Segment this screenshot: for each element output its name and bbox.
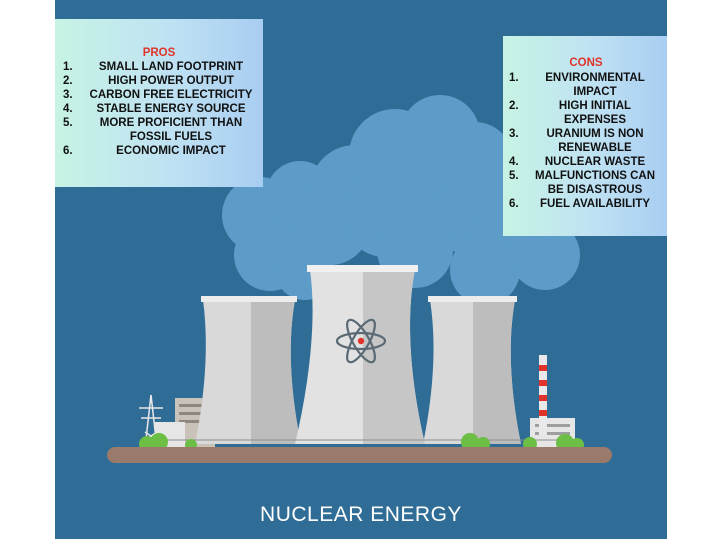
list-item: 5.MORE PROFICIENT THAN FOSSIL FUELS [63, 117, 243, 143]
cons-list: 1.ENVIRONMENTAL IMPACT 2.HIGH INITIAL EX… [509, 71, 663, 211]
infographic: PROS 1.SMALL LAND FOOTPRINT 2.HIGH POWER… [55, 0, 667, 539]
pros-card: PROS 1.SMALL LAND FOOTPRINT 2.HIGH POWER… [55, 19, 263, 187]
list-item: 3.URANIUM IS NON RENEWABLE [509, 128, 644, 154]
list-item: 5.MALFUNCTIONS CAN BE DISASTROUS [509, 170, 656, 196]
list-item: 1.ENVIRONMENTAL IMPACT [509, 72, 645, 98]
smoke-clouds [222, 95, 580, 305]
chimney-icon [539, 355, 547, 435]
cooling-tower-left [195, 296, 301, 444]
list-item: 3.CARBON FREE ELECTRICITY [63, 89, 253, 101]
list-item: 2.HIGH INITIAL EXPENSES [509, 100, 632, 126]
atom-icon [335, 318, 387, 364]
list-item: 6.ECONOMIC IMPACT [63, 145, 226, 157]
footer-title: NUCLEAR ENERGY [260, 503, 462, 526]
list-item: 4.NUCLEAR WASTE [509, 156, 646, 168]
ground [107, 447, 612, 463]
list-item: 1.SMALL LAND FOOTPRINT [63, 61, 244, 73]
cooling-tower-right [423, 296, 521, 444]
list-item: 4.STABLE ENERGY SOURCE [63, 103, 246, 115]
cons-title: CONS [569, 57, 603, 69]
list-item: 2.HIGH POWER OUTPUT [63, 75, 234, 87]
cons-card: CONS 1.ENVIRONMENTAL IMPACT 2.HIGH INITI… [503, 36, 667, 236]
power-plant-illustration [107, 95, 612, 463]
pros-list: 1.SMALL LAND FOOTPRINT 2.HIGH POWER OUTP… [63, 60, 257, 158]
list-item: 6.FUEL AVAILABILITY [509, 198, 651, 210]
pros-title: PROS [142, 47, 176, 59]
